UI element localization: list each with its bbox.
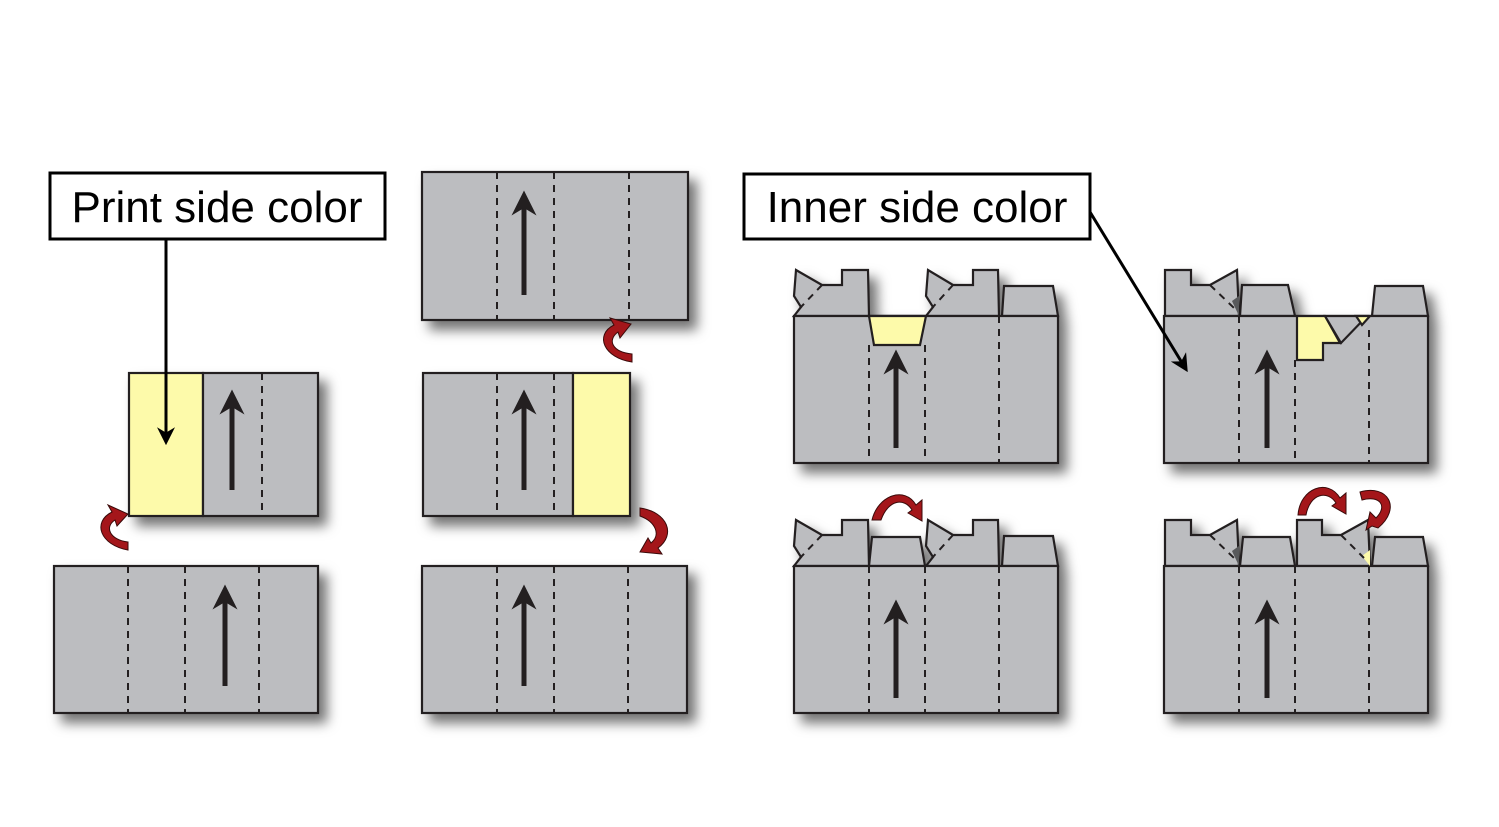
step-b	[420, 170, 690, 715]
step-d	[1162, 268, 1430, 465]
inner-side-pointer-arrow-icon	[1088, 211, 1188, 373]
print-side-label: Print side color	[48, 171, 387, 241]
print-side-label-text: Print side color	[71, 183, 362, 232]
inner-side-label: Inner side color	[742, 172, 1092, 241]
turn-over-curl-arrow-icon	[100, 503, 129, 551]
inner-side-label-text: Inner side color	[767, 183, 1068, 232]
turn-over-curl-arrow-icon	[1359, 490, 1391, 532]
turn-over-curl-arrow-icon	[871, 494, 923, 522]
step-d2	[1162, 487, 1430, 715]
turn-over-curl-arrow-icon	[1297, 487, 1347, 516]
turn-over-curl-arrow-icon	[639, 507, 669, 555]
step-a	[52, 371, 320, 715]
turn-over-curl-arrow-icon	[603, 317, 633, 363]
step-c	[791, 268, 1060, 465]
step-c2	[791, 494, 1060, 715]
